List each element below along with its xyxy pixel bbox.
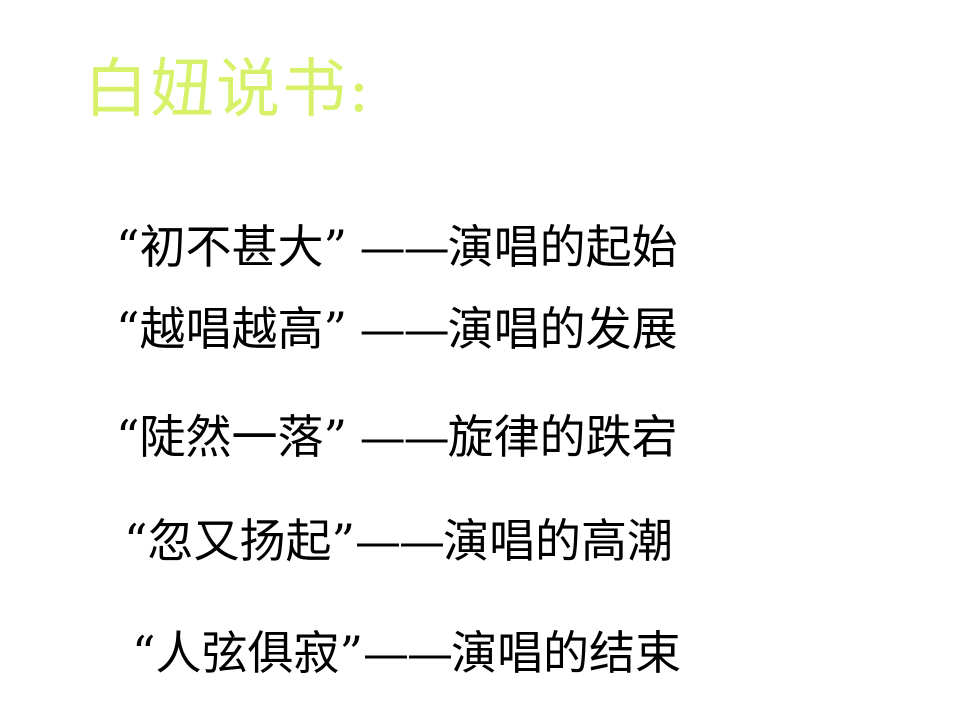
em-dash: —— — [363, 626, 453, 680]
description-text: 演唱的结束 — [451, 626, 682, 680]
list-item: “人弦俱寂”——演唱的结束 — [132, 630, 681, 676]
description-text: 演唱的发展 — [447, 302, 678, 356]
em-dash: —— — [347, 410, 450, 464]
quote-text: “人弦俱寂” — [132, 626, 364, 680]
em-dash: —— — [347, 220, 450, 274]
list-item: “初不甚大” ——演唱的起始 — [116, 224, 678, 270]
description-text: 演唱的高潮 — [443, 514, 674, 568]
quote-text: “忽又扬起” — [124, 514, 356, 568]
quote-text: “越唱越高” — [116, 302, 348, 356]
description-text: 演唱的起始 — [447, 220, 678, 274]
em-dash: —— — [347, 302, 450, 356]
slide-title: 白妞说书: — [84, 53, 372, 127]
list-item: “陡然一落” ——旋律的跌宕 — [116, 414, 678, 460]
list-item: “越唱越高” ——演唱的发展 — [116, 306, 678, 352]
em-dash: —— — [355, 514, 445, 568]
list-item: “忽又扬起”——演唱的高潮 — [124, 518, 673, 564]
quote-text: “陡然一落” — [116, 410, 348, 464]
quote-text: “初不甚大” — [116, 220, 348, 274]
description-text: 旋律的跌宕 — [447, 410, 678, 464]
